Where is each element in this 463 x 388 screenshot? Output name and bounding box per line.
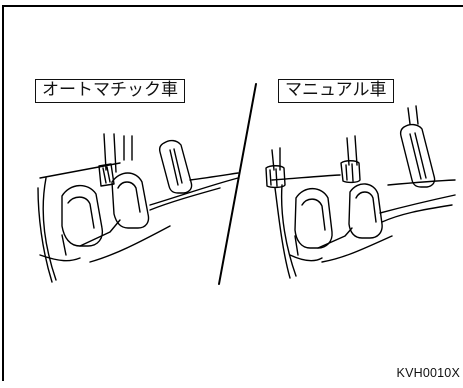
automatic-car-label: オートマチック車 <box>35 79 185 103</box>
figure-code: KVH0010X <box>396 366 460 380</box>
manual-car-label: マニュアル車 <box>278 79 394 103</box>
manual-pedals-drawing <box>265 105 456 279</box>
figure-frame <box>2 5 463 381</box>
automatic-pedals-drawing <box>37 133 239 283</box>
divider-line <box>218 83 257 285</box>
